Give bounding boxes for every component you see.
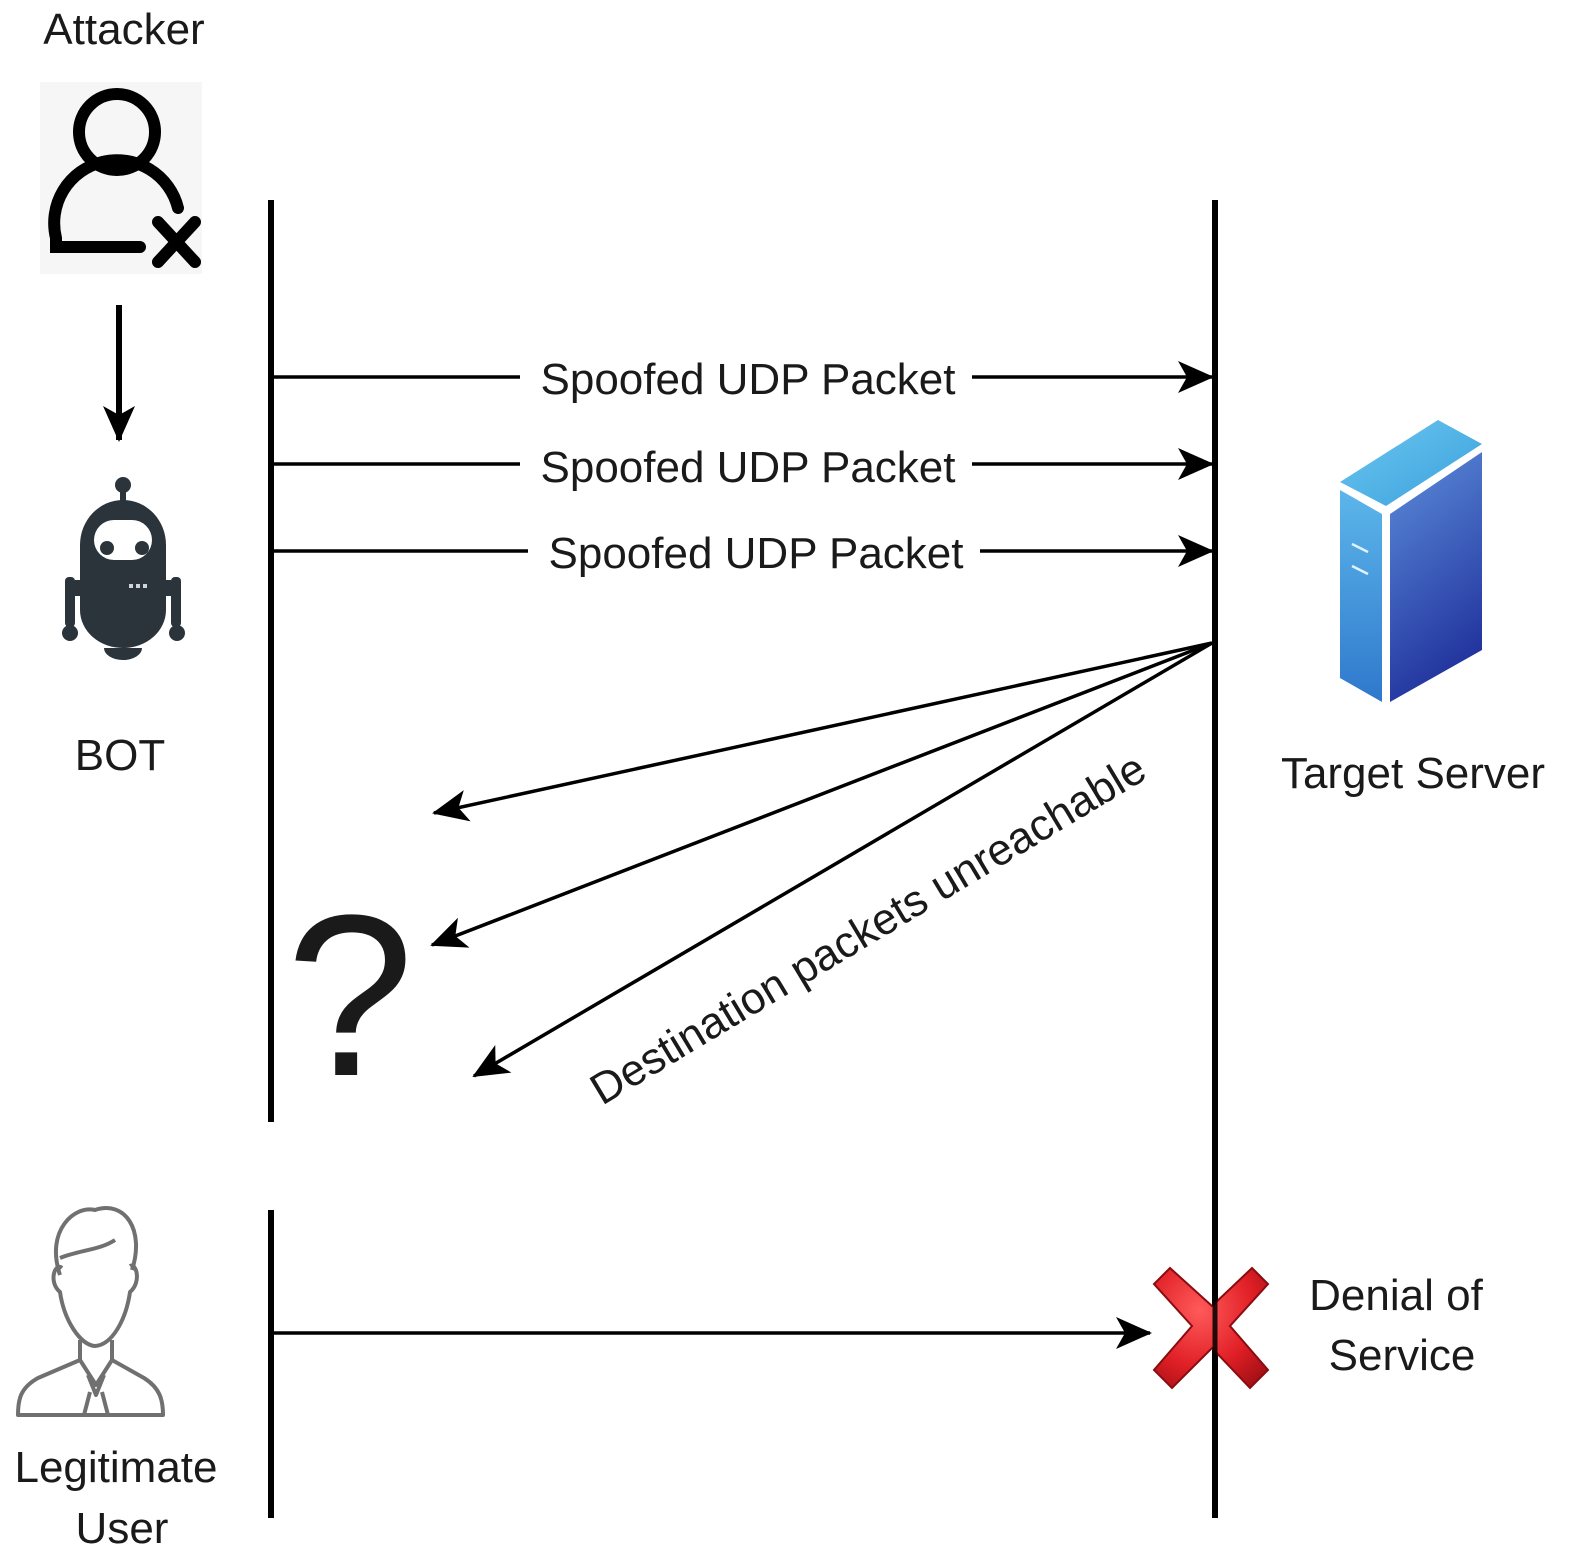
red-x-icon: [1152, 1260, 1270, 1395]
denial-of-service-line1: Denial of: [1309, 1271, 1483, 1320]
response-arrow: [432, 641, 1213, 822]
user-x-icon: [40, 82, 202, 274]
legitimate-user-label-line2: User: [76, 1504, 169, 1553]
unreachable-label: Destination packets unreachable: [582, 744, 1154, 1115]
response-arrow: [430, 641, 1213, 948]
attacker-label: Attacker: [43, 5, 204, 54]
robot-icon: [62, 477, 185, 660]
message-label: Spoofed UDP Packet: [541, 443, 956, 492]
message-3: Spoofed UDP Packet: [274, 526, 1214, 578]
legitimate-user-label-line1: Legitimate: [14, 1443, 217, 1492]
bot-label: BOT: [75, 731, 165, 780]
message-label: Spoofed UDP Packet: [541, 355, 956, 404]
message-label: Spoofed UDP Packet: [549, 529, 964, 578]
unreachable-responses: [430, 641, 1213, 1078]
denial-of-service-line2: Service: [1329, 1331, 1476, 1380]
question-mark: ?: [286, 867, 414, 1124]
businessman-icon: [16, 1206, 165, 1417]
message-2: Spoofed UDP Packet: [274, 439, 1214, 492]
response-arrow: [472, 641, 1213, 1078]
message-1: Spoofed UDP Packet: [274, 352, 1214, 404]
target-server-label: Target Server: [1281, 749, 1545, 798]
server-icon: [1340, 420, 1482, 702]
